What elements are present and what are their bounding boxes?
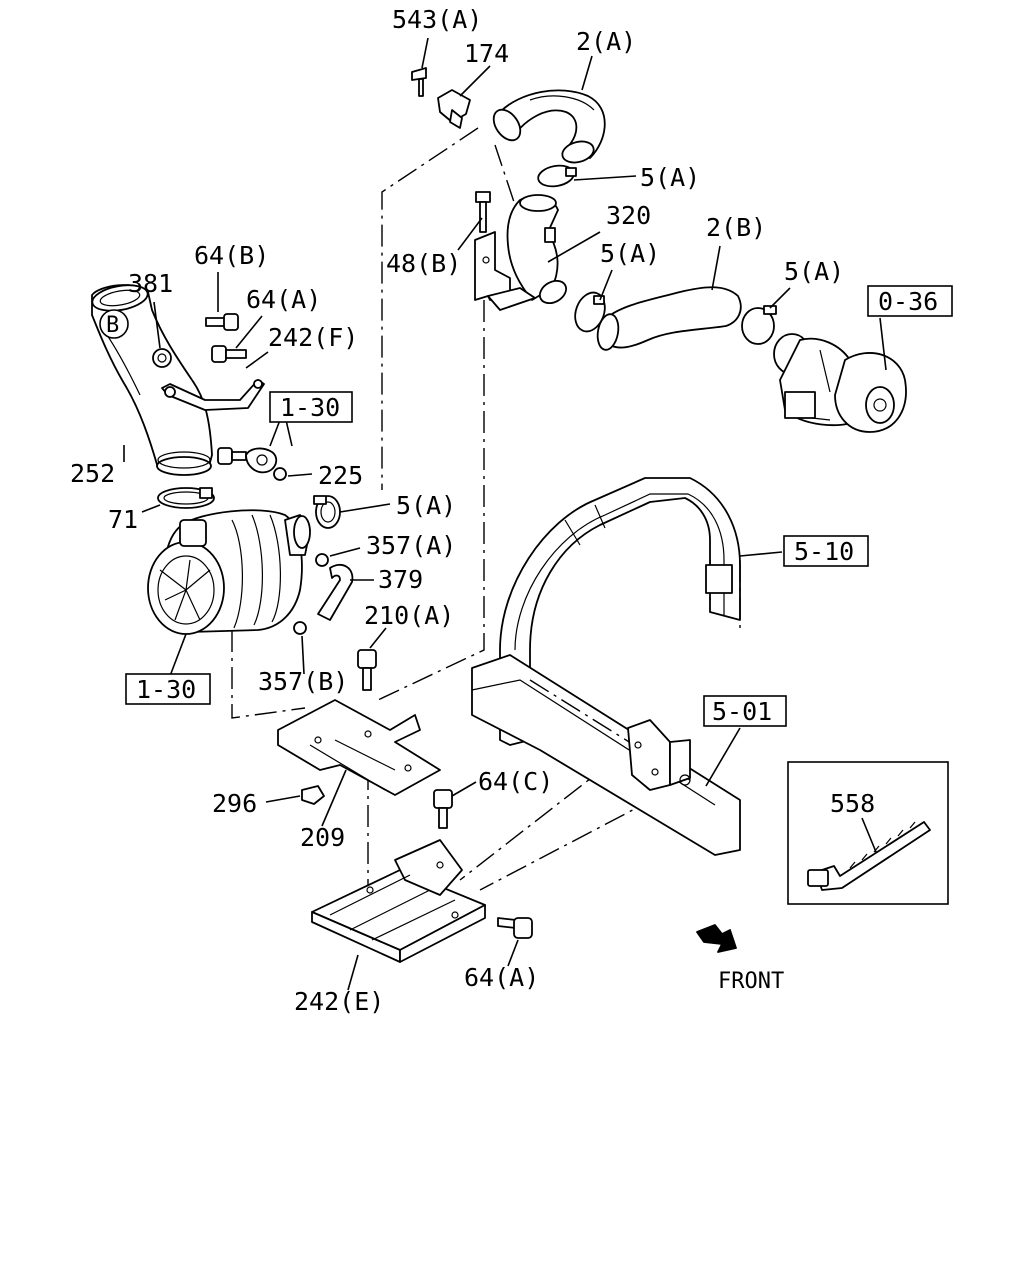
label-0-36: 0-36 bbox=[878, 287, 938, 316]
hose-clamp-5a-right bbox=[741, 305, 777, 345]
bolt-210a bbox=[357, 649, 377, 691]
label-5-10: 5-10 bbox=[794, 537, 854, 566]
part-labels: 543(A) 174 2(A) 5(A) 320 48(B) 2(B) 5(A)… bbox=[70, 5, 938, 1016]
pipe-bracket bbox=[474, 231, 536, 311]
reference-box-5-01 bbox=[703, 695, 787, 727]
clip-357a bbox=[315, 553, 329, 567]
label-64a-bottom: 64(A) bbox=[464, 963, 539, 992]
label-320: 320 bbox=[606, 201, 651, 230]
chassis-rail-5-01 bbox=[471, 654, 741, 856]
cab-frame-5-10 bbox=[499, 477, 741, 746]
bolt-48b bbox=[475, 191, 491, 233]
nut-296 bbox=[301, 785, 325, 805]
label-1-30-top: 1-30 bbox=[280, 393, 340, 422]
bolt-64a-bottom bbox=[497, 917, 533, 939]
drain-hose-379 bbox=[317, 563, 354, 621]
hose-clamp-5a-cleaner bbox=[313, 495, 341, 529]
turbocharger bbox=[773, 333, 907, 433]
label-5-01: 5-01 bbox=[712, 697, 772, 726]
label-543a: 543(A) bbox=[392, 5, 482, 34]
air-cleaner bbox=[147, 509, 311, 635]
reference-box-5-10 bbox=[783, 535, 869, 567]
front-arrow bbox=[696, 924, 737, 953]
upper-hose-2a bbox=[492, 89, 606, 164]
label-209: 209 bbox=[300, 823, 345, 852]
label-379: 379 bbox=[378, 565, 423, 594]
label-1-30-bottom: 1-30 bbox=[136, 675, 196, 704]
label-210a: 210(A) bbox=[364, 601, 454, 630]
label-242e: 242(E) bbox=[294, 987, 384, 1016]
reference-box-1-30-top bbox=[269, 391, 353, 423]
leader-lines bbox=[123, 37, 887, 991]
label-357a: 357(A) bbox=[366, 531, 456, 560]
lower-hose-2b bbox=[596, 286, 742, 351]
label-381: 381 bbox=[128, 269, 173, 298]
label-5a-cleaner: 5(A) bbox=[396, 491, 456, 520]
label-5a-mid: 5(A) bbox=[600, 239, 660, 268]
bracket-242e bbox=[311, 839, 486, 963]
label-2a: 2(A) bbox=[576, 27, 636, 56]
nut-381 bbox=[152, 348, 172, 368]
sensor-174 bbox=[437, 89, 471, 129]
label-64b: 64(B) bbox=[194, 241, 269, 270]
hose-clamp-5a-top bbox=[537, 164, 577, 188]
label-64c: 64(C) bbox=[478, 767, 553, 796]
label-5a-right: 5(A) bbox=[784, 257, 844, 286]
hose-clamp-71 bbox=[157, 487, 215, 509]
bolt-64a-top bbox=[211, 345, 247, 363]
clip-357b bbox=[293, 621, 307, 635]
oring-225 bbox=[273, 467, 287, 481]
label-174: 174 bbox=[464, 39, 509, 68]
reference-box-1-30-bottom bbox=[125, 673, 211, 705]
screw-543a bbox=[411, 67, 427, 97]
bolt-64b bbox=[205, 313, 239, 331]
label-252: 252 bbox=[70, 459, 115, 488]
label-296: 296 bbox=[212, 789, 257, 818]
bracket-209 bbox=[277, 699, 441, 796]
reference-box-0-36 bbox=[867, 285, 953, 317]
label-5a-top: 5(A) bbox=[640, 163, 700, 192]
intake-pipe-320 bbox=[506, 194, 568, 305]
label-2b: 2(B) bbox=[706, 213, 766, 242]
label-front: FRONT bbox=[718, 969, 784, 994]
label-b: B bbox=[106, 313, 119, 338]
bolt-64c bbox=[433, 789, 453, 829]
duct-bracket-242f bbox=[161, 379, 265, 411]
label-64a-top: 64(A) bbox=[246, 285, 321, 314]
callout-circle-b bbox=[99, 309, 129, 339]
hose-clamp-5a-mid bbox=[574, 291, 606, 333]
label-558: 558 bbox=[830, 789, 875, 818]
indicator-mount-parts bbox=[217, 447, 278, 474]
label-242f: 242(F) bbox=[268, 323, 358, 352]
label-48b: 48(B) bbox=[386, 249, 461, 278]
label-225: 225 bbox=[318, 461, 363, 490]
label-71: 71 bbox=[108, 505, 138, 534]
label-357b: 357(B) bbox=[258, 667, 348, 696]
